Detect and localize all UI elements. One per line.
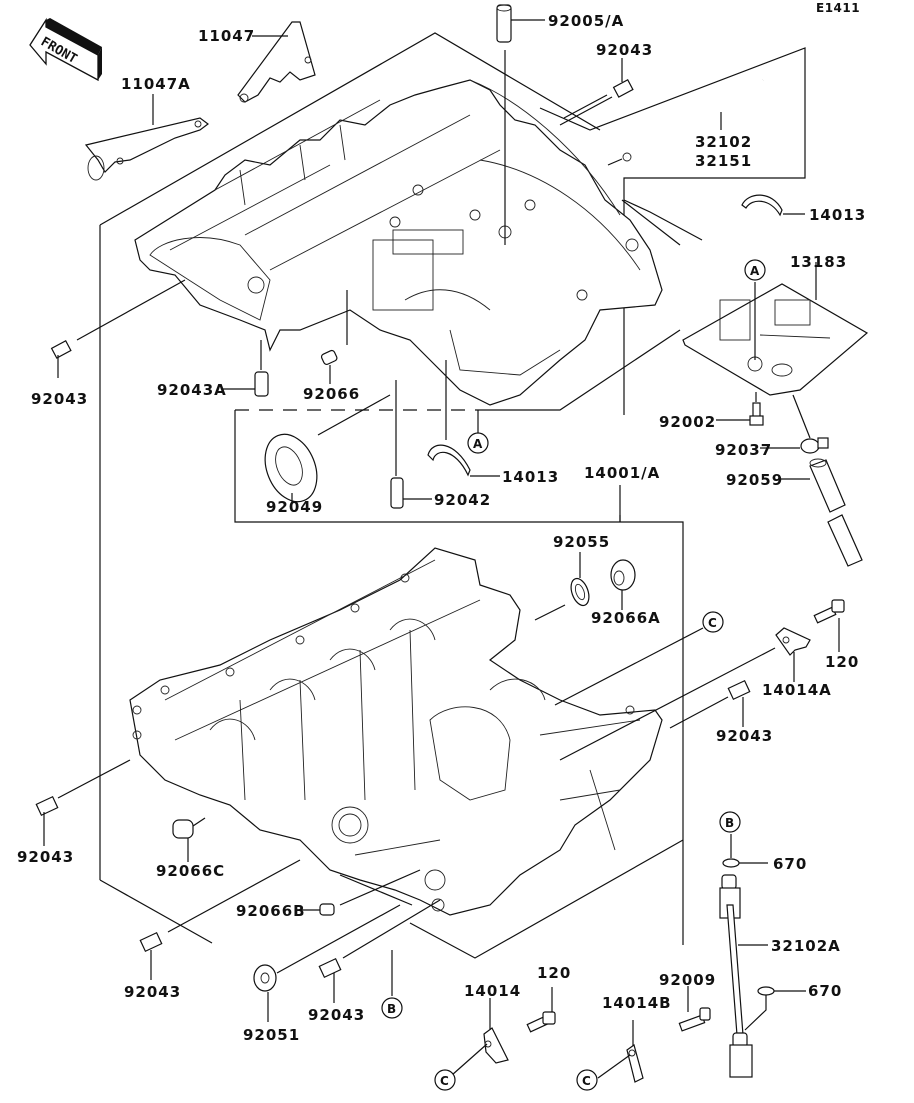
part-14014a-guide (559, 627, 811, 761)
part-14014b-guide (597, 1020, 644, 1083)
part-92066-plug (320, 290, 348, 384)
part-92043-dowel-bottom (318, 899, 441, 1003)
reference-marker-b-pipe: B (719, 811, 741, 833)
reference-marker-a-plate: A (744, 259, 766, 281)
part-label-92066c: 92066C (156, 862, 225, 880)
part-label-14014a: 14014A (762, 681, 832, 699)
part-label-92042: 92042 (434, 491, 491, 509)
part-label-92066: 92066 (303, 385, 360, 403)
part-label-14014: 14014 (464, 982, 521, 1000)
part-120-bolt-bottom (526, 987, 556, 1033)
part-label-32151: 32151 (695, 152, 752, 170)
svg-text:C: C (582, 1074, 591, 1088)
part-label-670-top: 670 (773, 855, 807, 873)
part-92002-bolt (716, 392, 764, 426)
lower-crankcase (129, 547, 663, 916)
part-13183-baffle-plate (682, 262, 869, 396)
part-92043a-dowel (222, 340, 269, 397)
part-label-92055: 92055 (553, 533, 610, 551)
part-11047-bracket (237, 21, 316, 103)
part-label-92049: 92049 (266, 498, 323, 516)
svg-text:B: B (725, 816, 734, 830)
part-92066c-plug (172, 817, 206, 862)
reference-marker-c-14014: C (434, 1069, 456, 1091)
part-label-92043-right: 92043 (716, 727, 773, 745)
part-label-92043-bottom: 92043 (308, 1006, 365, 1024)
part-label-120-right: 120 (825, 653, 859, 671)
part-92066a-plug (610, 559, 636, 610)
part-92037-clamp (760, 394, 829, 454)
part-label-14014b: 14014B (602, 994, 672, 1012)
part-670-o-ring-top (722, 834, 768, 868)
part-92009-bolt (678, 986, 711, 1032)
part-label-92043-left: 92043 (31, 390, 88, 408)
part-92043-dowel-bottom-left (139, 859, 301, 980)
part-92043-dowel-left (50, 279, 186, 378)
part-92049-oil-seal (264, 394, 391, 503)
svg-text:C: C (708, 616, 717, 630)
part-92043-dowel-top (559, 58, 634, 126)
part-label-32102a: 32102A (771, 937, 841, 955)
part-label-92043a: 92043A (157, 381, 227, 399)
part-92059-hose (778, 458, 863, 567)
part-32102-oil-pipe (607, 78, 765, 166)
reference-marker-c-right: C (554, 611, 724, 706)
part-label-11047: 11047 (198, 27, 255, 45)
part-label-92059: 92059 (726, 471, 783, 489)
part-92043-dowel-right (669, 679, 751, 729)
part-label-14001a: 14001/A (584, 464, 660, 482)
part-92042-pin (390, 380, 432, 509)
svg-text:A: A (750, 264, 760, 278)
part-11047a-bracket (84, 94, 209, 181)
reference-marker-a-case: A (467, 410, 489, 454)
reference-marker-b-case: B (381, 997, 403, 1019)
part-label-14013-top: 14013 (809, 206, 866, 224)
part-label-92037: 92037 (715, 441, 772, 459)
part-label-92043-bottom-left: 92043 (124, 983, 181, 1001)
part-92055-seal (534, 552, 590, 621)
front-arrow-icon: FRONT (29, 17, 102, 82)
part-label-92066b: 92066B (236, 902, 306, 920)
part-label-92043-lower-left: 92043 (17, 848, 74, 866)
part-32102a-oil-pipe (719, 874, 768, 1078)
part-14014-guide (451, 998, 509, 1076)
part-label-120-bottom: 120 (537, 964, 571, 982)
part-120-bolt-right (813, 599, 845, 652)
svg-text:A: A (473, 437, 483, 451)
part-92005a-sleeve (496, 4, 545, 245)
part-670-o-ring-bottom (744, 986, 806, 1031)
part-label-92043-top: 92043 (596, 41, 653, 59)
part-92066b-plug (300, 869, 421, 916)
upper-crankcase (134, 79, 663, 406)
part-label-92005a: 92005/A (548, 12, 624, 30)
part-label-14013-mid: 14013 (502, 468, 559, 486)
svg-text:B: B (387, 1002, 396, 1016)
part-92043-dowel-lower-left (35, 759, 131, 846)
part-label-13183: 13183 (790, 253, 847, 271)
diagram-code: E1411 (816, 1, 860, 15)
part-label-92009: 92009 (659, 971, 716, 989)
part-label-92051: 92051 (243, 1026, 300, 1044)
part-label-32102: 32102 (695, 133, 752, 151)
part-92051-washer (253, 904, 401, 1022)
upper-case-frame (99, 32, 806, 959)
reference-marker-c-14014b: C (576, 1069, 598, 1091)
part-label-92066a: 92066A (591, 609, 661, 627)
svg-text:C: C (440, 1074, 449, 1088)
part-label-11047a: 11047A (121, 75, 191, 93)
part-14013-shell-top (741, 194, 805, 217)
part-14013-shell-mid (427, 360, 500, 477)
part-label-92002: 92002 (659, 413, 716, 431)
part-label-670-bottom: 670 (808, 982, 842, 1000)
